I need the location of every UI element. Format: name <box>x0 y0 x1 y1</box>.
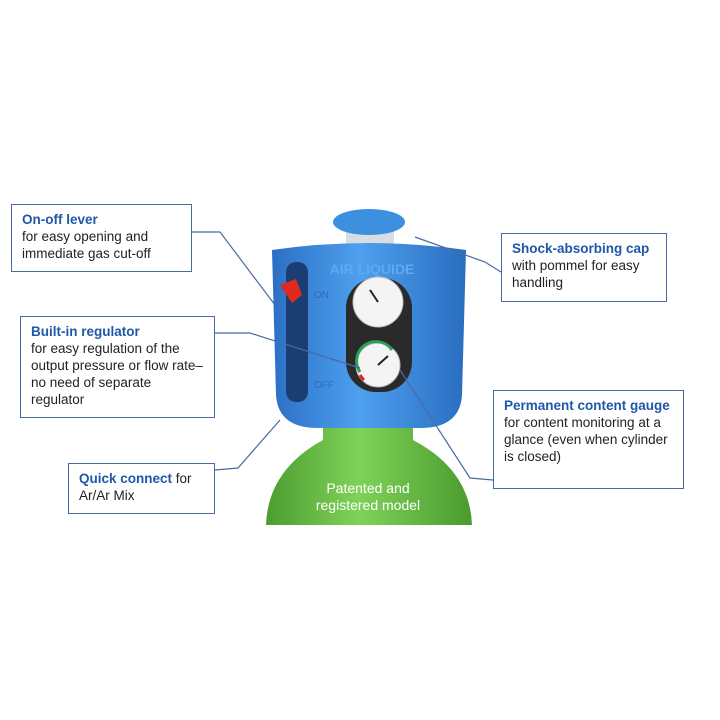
svg-text:AIR LIQUIDE: AIR LIQUIDE <box>330 261 415 277</box>
callout-quick-connect: Quick connect for Ar/Ar Mix <box>68 463 215 514</box>
callout-permanent-content-gauge: Permanent content gauge for content moni… <box>493 390 684 489</box>
callout-text: for easy opening and immediate gas cut-o… <box>22 229 151 261</box>
callout-title: On-off lever <box>22 212 98 227</box>
gas-cylinder <box>266 418 472 525</box>
regulator-cap: AIR LIQUIDE ON OFF <box>272 209 466 428</box>
callout-title: Built-in regulator <box>31 324 140 339</box>
callout-shock-absorbing-cap: Shock-absorbing cap with pommel for easy… <box>501 233 667 302</box>
callout-title: Shock-absorbing cap <box>512 241 650 256</box>
callout-title: Quick connect <box>79 471 173 486</box>
patent-note: Patented and registered model <box>315 480 421 513</box>
callout-leader-lines <box>192 231 502 481</box>
on-label: ON <box>314 290 329 301</box>
callout-text: for Ar/Ar Mix <box>79 471 192 503</box>
callout-text: for content monitoring at a glance (even… <box>504 415 668 464</box>
callout-built-in-regulator: Built-in regulator for easy regulation o… <box>20 316 215 418</box>
callout-on-off-lever: On-off lever for easy opening and immedi… <box>11 204 192 272</box>
callout-text: with pommel for easy handling <box>512 258 640 290</box>
off-label: OFF <box>314 380 334 391</box>
on-off-lever-handle <box>280 279 302 303</box>
callout-title: Permanent content gauge <box>504 398 670 413</box>
callout-text: for easy regulation of the output pressu… <box>31 341 203 407</box>
